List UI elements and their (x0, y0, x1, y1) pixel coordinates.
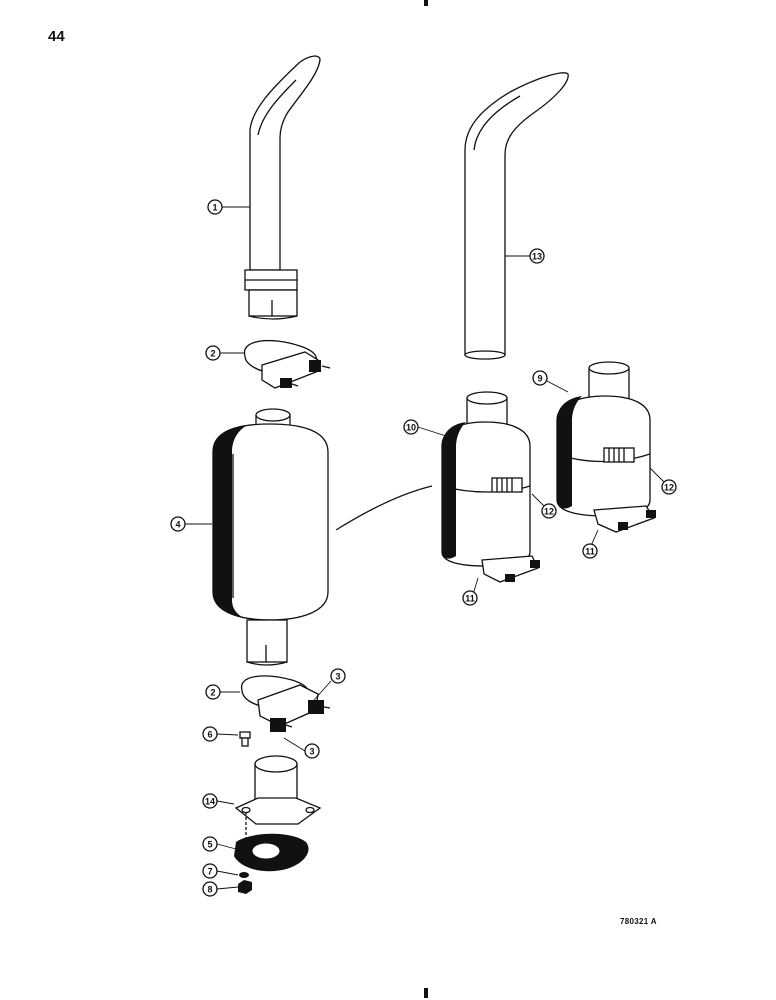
callout-14: 14 (202, 793, 218, 809)
muffler-clamp-top (243, 339, 331, 389)
callout-label: 11 (585, 547, 595, 557)
callout-11-left: 11 (462, 590, 478, 606)
callout-7: 7 (202, 863, 218, 879)
callout-1: 1 (207, 199, 223, 215)
callout-label: 4 (175, 520, 180, 530)
callout-11-right: 11 (582, 543, 598, 559)
callout-label: 7 (207, 867, 212, 877)
muffler (212, 408, 329, 666)
callout-label: 3 (335, 672, 340, 682)
muffler-clamp-bottom (241, 675, 331, 732)
hex-nut (238, 880, 252, 894)
variant-pointer-arc (335, 485, 433, 531)
callout-10: 10 (403, 419, 419, 435)
callout-2-top: 2 (205, 345, 221, 361)
callout-label: 1 (212, 203, 217, 213)
callout-12-left: 12 (541, 503, 557, 519)
gasket (234, 833, 309, 872)
callout-label: 6 (207, 730, 212, 740)
callout-13: 13 (529, 248, 545, 264)
callout-label: 2 (210, 349, 215, 359)
callout-label: 12 (544, 507, 554, 517)
callout-label: 14 (205, 797, 215, 807)
callout-label: 9 (537, 374, 542, 384)
page-number: 44 (48, 28, 65, 45)
exhaust-stack-long (464, 72, 569, 360)
callout-4: 4 (170, 516, 186, 532)
lock-washer (239, 872, 249, 878)
page-mark-top (424, 0, 428, 6)
callout-8: 8 (202, 881, 218, 897)
callout-label: 11 (465, 594, 475, 604)
callout-6: 6 (202, 726, 218, 742)
callout-3-lower: 3 (304, 743, 320, 759)
callout-3-upper: 3 (330, 668, 346, 684)
page-mark-bottom (424, 988, 428, 998)
muffler-alternate-b (556, 361, 656, 533)
callout-label: 13 (532, 252, 542, 262)
muffler-alternate-a (441, 391, 540, 583)
callout-2-bottom: 2 (205, 684, 221, 700)
flange-adapter (234, 755, 322, 862)
leader-lines (185, 206, 670, 890)
callout-label: 3 (309, 747, 314, 757)
callout-label: 8 (207, 885, 212, 895)
callout-label: 2 (210, 688, 215, 698)
callout-label: 5 (207, 840, 212, 850)
figure-code: 780321 A (620, 917, 657, 926)
callout-9: 9 (532, 370, 548, 386)
bolt (239, 731, 251, 747)
callout-label: 10 (406, 423, 416, 433)
exhaust-stack-short (244, 55, 321, 320)
callout-5: 5 (202, 836, 218, 852)
callout-label: 12 (664, 483, 674, 493)
callout-12-right: 12 (661, 479, 677, 495)
